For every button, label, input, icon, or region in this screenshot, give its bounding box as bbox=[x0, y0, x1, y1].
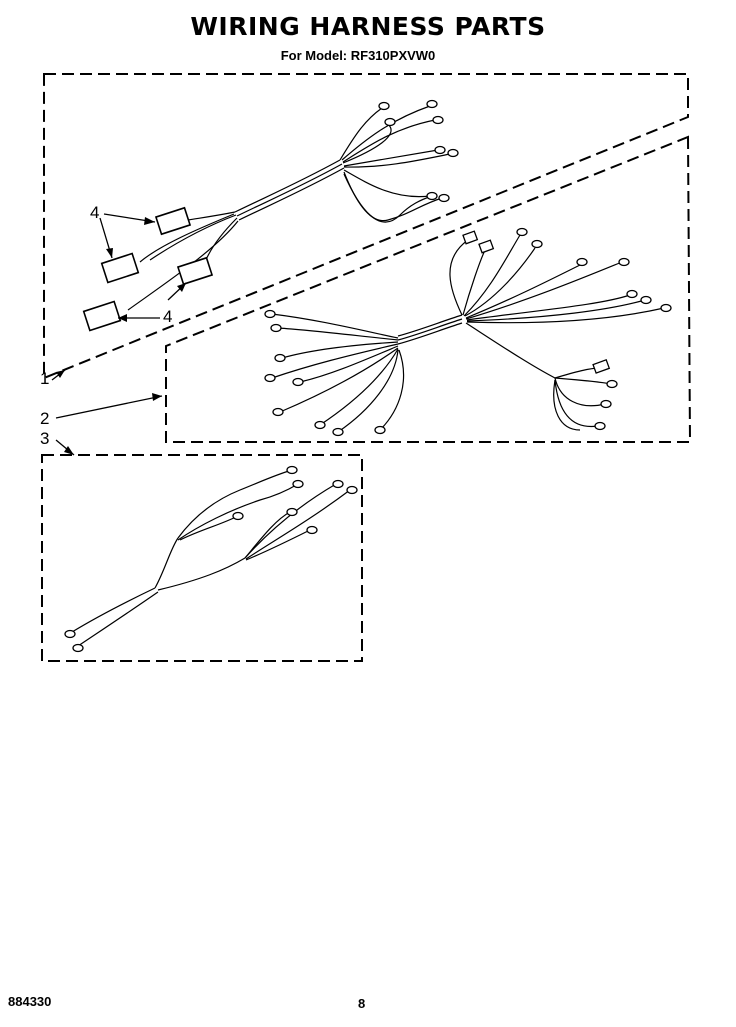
part-3-terminals bbox=[64, 465, 358, 653]
callout-4-top: 4 bbox=[90, 203, 99, 222]
part-3-boundary bbox=[41, 454, 363, 662]
document-number: 884330 bbox=[8, 994, 52, 1009]
callout-3: 3 bbox=[40, 429, 49, 448]
arrowhead bbox=[144, 217, 155, 225]
page-number: 8 bbox=[358, 996, 366, 1011]
connector-4-mid bbox=[176, 256, 214, 286]
part-1-boundary bbox=[43, 73, 689, 380]
callout-1: 1 bbox=[40, 369, 49, 388]
arrowhead bbox=[56, 370, 65, 378]
arrowhead bbox=[152, 393, 162, 401]
arrowhead bbox=[118, 314, 127, 322]
connector-4-left bbox=[100, 252, 140, 284]
part-2-harness bbox=[271, 234, 665, 433]
arrowhead bbox=[106, 248, 113, 258]
part-1-terminals bbox=[378, 99, 459, 203]
callout-4-bottom: 4 bbox=[163, 307, 172, 326]
part-1-connectors bbox=[82, 206, 214, 332]
model-subtitle: For Model: RF310PXVW0 bbox=[280, 48, 436, 63]
part-2-terminals bbox=[264, 227, 672, 437]
connector-4-top bbox=[154, 206, 192, 236]
arrowhead bbox=[177, 283, 186, 292]
connector-4-bottom bbox=[82, 300, 122, 332]
callout-2: 2 bbox=[40, 409, 49, 428]
part-1-harness bbox=[127, 105, 451, 311]
part-3-harness bbox=[71, 469, 351, 647]
arrowhead bbox=[64, 446, 74, 455]
page-title: WIRING HARNESS PARTS bbox=[190, 12, 546, 41]
part-2-boundary bbox=[165, 135, 692, 443]
